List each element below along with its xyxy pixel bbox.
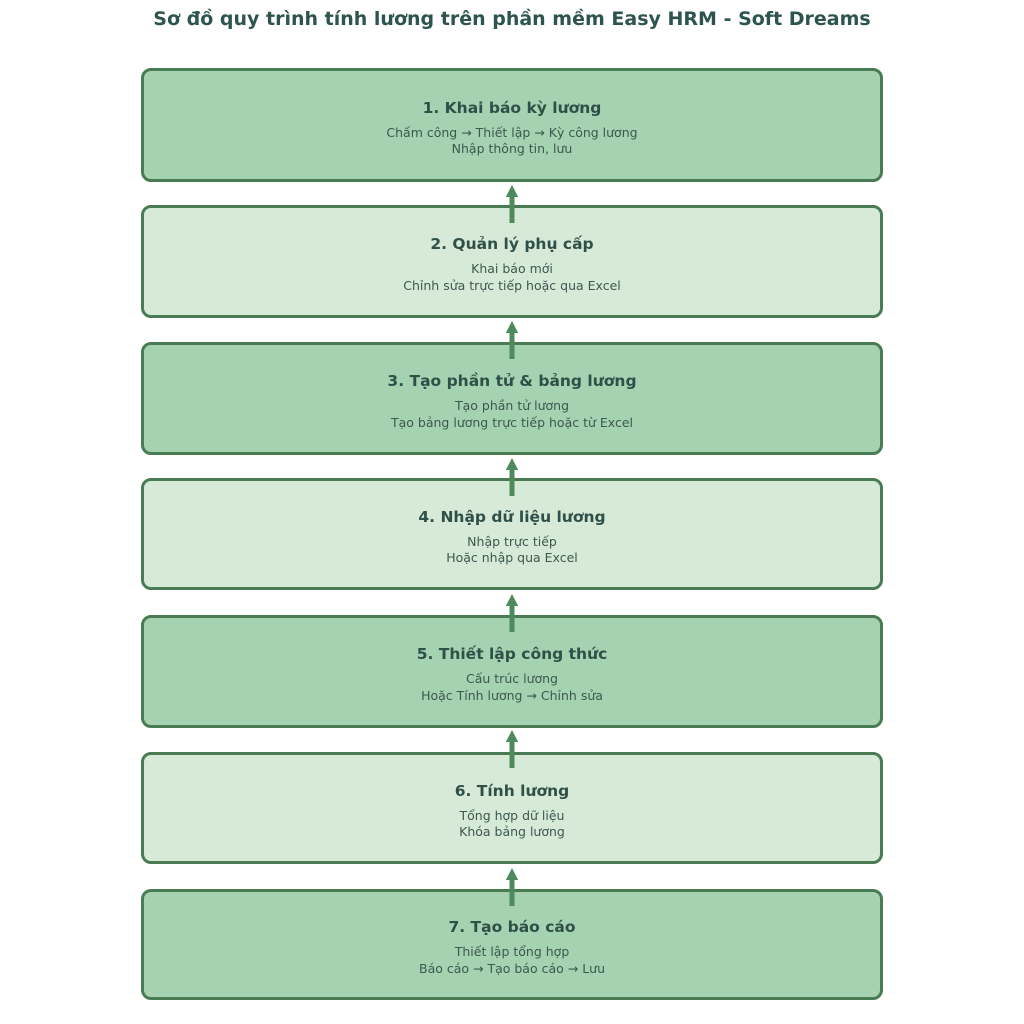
up-arrow-icon [505,185,519,223]
up-arrow-icon [505,868,519,906]
step-box-7: 7. Tạo báo cáo Thiết lập tổng hợp Báo cá… [141,889,883,1000]
step-3-detail-1: Tạo phần tử lương [454,398,570,413]
up-arrow-icon [505,594,519,632]
step-7-title: 7. Tạo báo cáo [448,918,576,936]
step-4-detail-1: Nhập trực tiếp [467,533,557,549]
step-5-detail-1: Cấu trúc lương [466,671,558,686]
step-1-detail-1: Chấm công → Thiết lập → Kỳ công lương [386,124,638,140]
up-arrow-icon [505,321,519,359]
step-1-detail-2: Nhập thông tin, lưu [451,141,573,156]
step-3-detail-2: Tạo bảng lương trực tiếp hoặc từ Excel [391,414,633,430]
step-2-detail-2: Chỉnh sửa trực tiếp hoặc qua Excel [403,277,621,293]
up-arrow-icon [505,458,519,496]
step-box-1: 1. Khai báo kỳ lương Chấm công → Thiết l… [141,68,883,182]
step-7-detail-1: Thiết lập tổng hợp [454,944,570,959]
step-4-detail-2: Hoặc nhập qua Excel [446,550,578,565]
step-5-title: 5. Thiết lập công thức [416,645,608,663]
step-2-detail-1: Khai báo mới [471,261,553,276]
step-6-detail-2: Khóa bảng lương [459,824,565,839]
up-arrow-icon [505,730,519,768]
step-3-title: 3. Tạo phần tử & bảng lương [387,372,637,390]
step-7-detail-2: Báo cáo → Tạo báo cáo → Lưu [419,960,605,976]
step-5-detail-2: Hoặc Tính lương → Chỉnh sửa [421,687,603,703]
diagram-title: Sơ đồ quy trình tính lương trên phần mềm… [153,8,871,30]
step-6-title: 6. Tính lương [454,781,570,800]
step-4-title: 4. Nhập dữ liệu lương [418,507,606,526]
step-2-title: 2. Quản lý phụ cấp [430,235,594,253]
step-box-5: 5. Thiết lập công thức Cấu trúc lương Ho… [141,615,883,728]
step-6-detail-1: Tổng hợp dữ liệu [459,807,565,823]
step-box-6: 6. Tính lương Tổng hợp dữ liệu Khóa bảng… [141,752,883,864]
step-1-title: 1. Khai báo kỳ lương [422,98,602,117]
